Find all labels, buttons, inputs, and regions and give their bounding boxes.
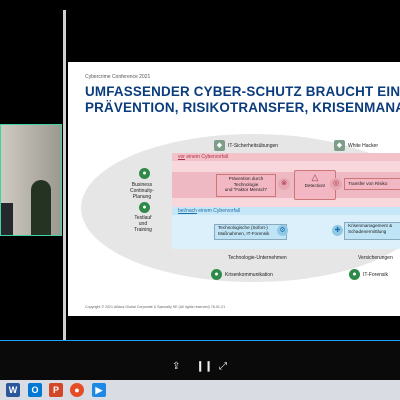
white-hacker-label: White Hacker [348, 143, 379, 149]
pause-icon[interactable]: ❙❙ [196, 361, 213, 372]
gear-icon: ⚙ [277, 225, 288, 236]
warning-circle-icon: ⊗ [278, 178, 290, 190]
panel-divider[interactable] [63, 10, 66, 340]
participant-video[interactable] [0, 124, 62, 236]
alert-triangle-icon: △ [311, 172, 319, 182]
forensics-icon: ● [349, 269, 360, 280]
prevention-box: Prävention durch Technologie und "Faktor… [216, 174, 276, 197]
shared-slide: Cybercrime Conference 2021 UMFASSENDER C… [68, 62, 400, 316]
conference-label: Cybercrime Conference 2021 [85, 74, 151, 80]
it-trainings-label: IT-Sicherheitsübungen [228, 143, 279, 149]
bcp-label: Business Continuity- Planung [130, 182, 154, 200]
expand-icon[interactable]: ⤢ [219, 361, 227, 372]
speaker-image [1, 203, 13, 235]
alert-circle-icon: ◎ [330, 178, 342, 190]
tech-measures-box: Technologische (Sofort-) Maßnahmen, IT-F… [214, 224, 287, 240]
crisis-comm-label: Krisenkommunikation [225, 272, 273, 278]
windows-taskbar: W O P ● ▶ [0, 380, 400, 400]
communication-icon: ● [211, 269, 222, 280]
powerpoint-icon[interactable]: P [49, 383, 63, 397]
copyright-text: Copyright © 2021 Allianz Global Corporat… [85, 305, 226, 309]
before-incident-label: vor einem Cybervorfall [178, 154, 229, 160]
training-icon: ◆ [214, 140, 225, 151]
media-player-icon[interactable]: ▶ [92, 383, 106, 397]
meeting-controls-bar: ⇪ ❙❙ ⤢ [0, 340, 400, 381]
share-icon[interactable]: ⇪ [172, 361, 181, 372]
crisis-mgmt-box: Krisenmanagement & Schadenermittlung [344, 222, 400, 240]
plant-image [31, 180, 51, 235]
before-incident-bar [172, 153, 400, 161]
browser-icon[interactable]: ● [70, 383, 84, 397]
word-icon[interactable]: W [6, 383, 20, 397]
slide-title-line1: UMFASSENDER CYBER-SCHUTZ BRAUCHT EIN ÖKO [85, 84, 400, 99]
crisis-icon: ✚ [332, 225, 343, 236]
testing-label: Testlauf und Training [134, 215, 152, 233]
testing-icon: ● [139, 202, 150, 213]
during-incident-bar [172, 207, 400, 215]
insurers-label: Versicherungen [358, 255, 393, 261]
slide-title-line2: PRÄVENTION, RISIKOTRANSFER, KRISENMANAGE… [85, 100, 400, 115]
during-incident-label: bei/nach einem Cybervorfall [178, 208, 240, 214]
detection-box: △ Detection! [294, 170, 336, 200]
tech-companies-label: Technologie-Unternehmen [228, 255, 287, 261]
hacker-icon: ◆ [334, 140, 345, 151]
outlook-icon[interactable]: O [28, 383, 42, 397]
it-forensics-label: IT-Forensik [363, 272, 389, 278]
detection-label: Detection! [304, 183, 326, 188]
risk-transfer-box: Transfer von Risiko [344, 178, 400, 190]
bcp-icon: ● [139, 168, 150, 179]
